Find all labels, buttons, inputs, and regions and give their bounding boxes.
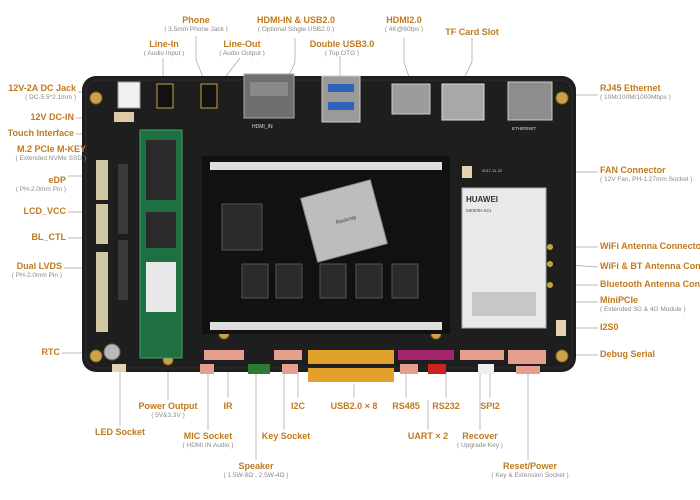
callout-dual-lvds: Dual LVDS( PH-2.0mm Pin ) bbox=[11, 261, 62, 279]
callout-i2c: I2C bbox=[290, 401, 306, 411]
callout-fan: FAN Connector( 12V Fan, PH-1.27mm Socket… bbox=[600, 165, 693, 183]
svg-text:ME909s-821: ME909s-821 bbox=[466, 208, 492, 213]
callout-i2s0: I2S0 bbox=[600, 322, 619, 332]
callout-bl-ctl: BL_CTL bbox=[31, 232, 67, 242]
rtc-battery bbox=[103, 343, 121, 361]
callout-debug: Debug Serial bbox=[600, 349, 656, 359]
rj45-port bbox=[507, 81, 553, 121]
callout-spi2: SPI2 bbox=[480, 401, 500, 411]
callout-power-output: Power Output( 5V&3.3V ) bbox=[138, 401, 198, 419]
callout-line-out: Line-Out( Audio Output ) bbox=[219, 39, 265, 57]
leader-hdmi20 bbox=[403, 38, 411, 81]
callout-tf-card: TF Card Slot bbox=[445, 27, 499, 37]
callout-bt-antenna: Bluetooth Antenna Connector bbox=[600, 279, 700, 289]
i2s0-header bbox=[556, 320, 566, 336]
hdmi-in-silk: HDMI_IN bbox=[252, 124, 273, 130]
leader-tf bbox=[461, 38, 473, 83]
callout-minipcie: MiniPCIe( Extended 3G & 4G Module ) bbox=[600, 295, 686, 313]
callout-uart: UART × 2 bbox=[407, 431, 449, 441]
callout-mic: MIC Socket( HDMI IN Audio ) bbox=[182, 431, 234, 449]
callout-rj45: RJ45 Ethernet( 10M/100M/1000Mbps ) bbox=[600, 83, 671, 101]
callout-reset-power: Reset/Power( Key & Extension Socket ) bbox=[491, 461, 569, 479]
tf-slot bbox=[441, 83, 485, 121]
callout-wifi-antenna: WiFi Antenna Connector bbox=[600, 241, 700, 251]
callout-pcie-mkey: M.2 PCIe M-KEY( Extended NVMe SSD ) bbox=[15, 144, 86, 162]
svg-text:2017-11-22: 2017-11-22 bbox=[482, 168, 503, 173]
callout-rs485: RS485 bbox=[392, 401, 420, 411]
callout-rs232: RS232 bbox=[432, 401, 460, 411]
callout-led: LED Socket bbox=[94, 427, 146, 437]
callout-hdmi-in-usb: HDMI-IN & USB2.0( Optional Single USB2.0… bbox=[256, 15, 336, 33]
leader-phone bbox=[195, 36, 206, 83]
line-out-jack bbox=[200, 83, 218, 109]
callout-line-in: Line-In( Audio Input ) bbox=[143, 39, 185, 57]
callout-double-usb3: Double USB3.0( Top:OTG ) bbox=[309, 39, 375, 57]
fan-connector bbox=[462, 166, 472, 178]
dram-chips bbox=[221, 203, 419, 299]
double-usb3 bbox=[321, 75, 361, 123]
callout-hdmi20: HDMI2.0( 4K@60fps ) bbox=[384, 15, 424, 33]
svg-text:ETHERNET: ETHERNET bbox=[512, 126, 537, 131]
soc-chip bbox=[300, 179, 388, 263]
callout-rtc: RTC bbox=[41, 347, 61, 357]
bottom-connectors bbox=[112, 350, 546, 382]
leader-hdmi-in bbox=[287, 38, 296, 79]
callout-usb2x8: USB2.0 × 8 bbox=[330, 401, 378, 411]
callout-phone: Phone( 3.5mm Phone Jack ) bbox=[164, 15, 228, 33]
left-headers bbox=[96, 112, 134, 332]
callout-dc-jack: 12V-2A DC Jack( DC-5.5*2.1mm ) bbox=[8, 83, 76, 101]
hdmi20-port bbox=[391, 83, 431, 115]
svg-text:Rockchip: Rockchip bbox=[335, 215, 357, 226]
callout-key: Key Socket bbox=[261, 431, 311, 441]
callout-speaker: Speaker( 1.5W-8Ω , 2.5W-4Ω ) bbox=[223, 461, 289, 479]
dc-jack bbox=[117, 81, 141, 109]
callout-touch: Touch Interface bbox=[7, 128, 74, 138]
antenna-connectors bbox=[547, 244, 553, 288]
callout-wifi-bt-antenna: WiFi & BT Antenna Connector bbox=[600, 261, 700, 271]
svg-text:HUAWEI: HUAWEI bbox=[466, 195, 498, 204]
callout-dc-in: 12V DC-IN bbox=[30, 112, 74, 122]
callout-recover: Recover( Upgrade Key ) bbox=[457, 431, 503, 449]
callout-lcd-vcc: LCD_VCC bbox=[23, 206, 66, 216]
callout-edp: eDP( PH-2.0mm Pin ) bbox=[15, 175, 66, 193]
line-in-jack bbox=[156, 83, 174, 109]
callout-ir: IR bbox=[223, 401, 233, 411]
